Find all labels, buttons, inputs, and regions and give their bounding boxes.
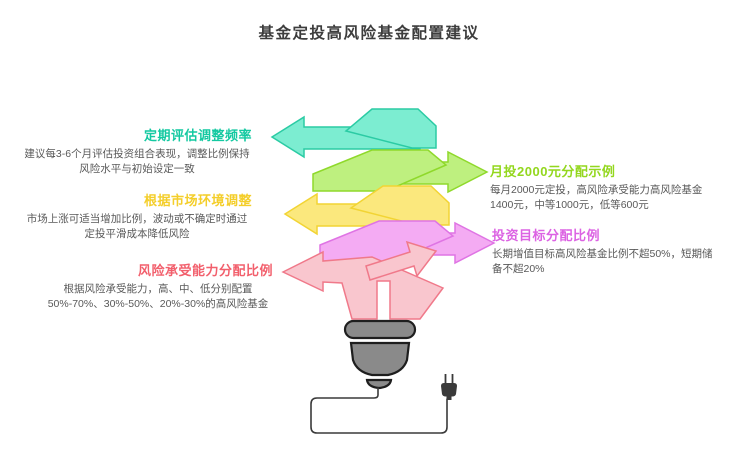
callout-body: 建议每3-6个月评估投资组合表现，调整比例保持风险水平与初始设定一致 bbox=[24, 148, 250, 175]
callout-risk-capacity: 风险承受能力分配比例 根据风险承受能力，高、中、低分别配置50%-70%、30%… bbox=[43, 260, 273, 312]
plug-body bbox=[441, 383, 457, 397]
callout-market-adjust: 根据市场环境调整 市场上涨可适当增加比例，波动或不确定时通过定投平滑成本降低风险 bbox=[22, 190, 252, 242]
page-title: 基金定投高风险基金配置建议 bbox=[258, 25, 480, 42]
plug-neck bbox=[446, 396, 452, 400]
power-plug-icon bbox=[441, 374, 457, 400]
callout-heading: 投资目标分配比例 bbox=[492, 228, 601, 243]
callout-body: 每月2000元定投，高风险承受能力高风险基金1400元，中等1000元，低等60… bbox=[490, 184, 703, 211]
callout-periodic-review: 定期评估调整频率 建议每3-6个月评估投资组合表现，调整比例保持风险水平与初始设… bbox=[22, 125, 252, 177]
bulb-contact-nub bbox=[365, 378, 393, 390]
bulb-collar bbox=[343, 319, 417, 340]
arrow-monthly-2000-example bbox=[312, 149, 489, 194]
zigzag-arrow-left-teal-fold bbox=[344, 108, 437, 149]
callout-heading: 定期评估调整频率 bbox=[143, 128, 252, 143]
zigzag-arrow-left-pink-body bbox=[281, 250, 445, 320]
zigzag-arrow-right-green-fold bbox=[312, 149, 448, 192]
callout-goal-allocation: 投资目标分配比例 长期增值目标高风险基金比例不超50%，短期储备不超20% bbox=[492, 225, 722, 277]
callout-heading: 风险承受能力分配比例 bbox=[137, 263, 273, 278]
callout-body: 长期增值目标高风险基金比例不超50%，短期储备不超20% bbox=[492, 248, 713, 275]
arrow-risk-capacity bbox=[281, 240, 445, 320]
bulb-screw-cup bbox=[349, 341, 411, 377]
callout-monthly-2000-example: 月投2000元分配示例 每月2000元定投，高风险承受能力高风险基金1400元，… bbox=[490, 161, 720, 213]
arrow-periodic-review bbox=[270, 108, 437, 159]
zigzag-arrow-pink-branch bbox=[365, 240, 438, 281]
callout-body: 根据风险承受能力，高、中、低分别配置50%-70%、30%-50%、20%-30… bbox=[47, 283, 269, 310]
callout-heading: 根据市场环境调整 bbox=[143, 193, 252, 208]
lightbulb-base bbox=[343, 319, 417, 390]
callout-body: 市场上涨可适当增加比例，波动或不确定时通过定投平滑成本降低风险 bbox=[26, 213, 248, 240]
power-cord bbox=[310, 387, 448, 434]
plug-prongs bbox=[444, 374, 454, 383]
callout-heading: 月投2000元分配示例 bbox=[490, 164, 616, 179]
